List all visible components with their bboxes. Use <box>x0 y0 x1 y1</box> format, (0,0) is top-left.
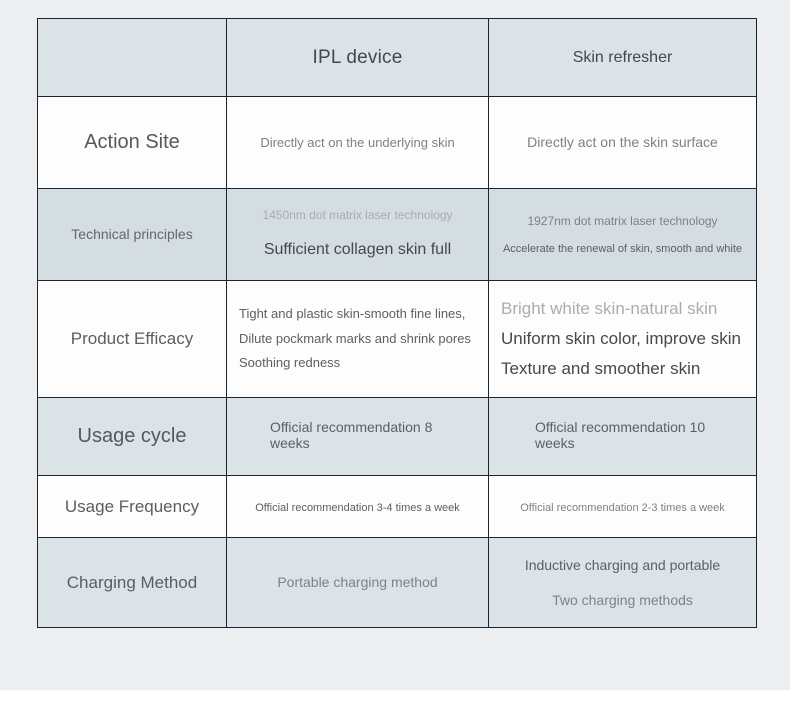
cell-text-line: Two charging methods <box>552 591 693 608</box>
row-label-cell-technical-principles: Technical principles <box>37 188 227 281</box>
cell-text-line: Accelerate the renewal of skin, smooth a… <box>502 242 743 255</box>
cell-text: Official recommendation 8 weeks <box>270 419 433 451</box>
header-cell-skin-refresher: Skin refresher <box>488 18 757 97</box>
header-cell-ipl-device: IPL device <box>226 18 489 97</box>
table-row-usage-frequency: Usage Frequency Official recommendation … <box>37 475 757 538</box>
row-label-action-site: Action Site <box>84 131 180 153</box>
cell-text-line: Dilute pockmark marks and shrink pores <box>239 330 471 346</box>
cell-text: Directly act on the underlying skin <box>260 134 455 150</box>
table-row-charging-method: Charging Method Portable charging method… <box>37 537 757 628</box>
cell-text-line: 1927nm dot matrix laser technology <box>527 213 718 228</box>
cell-text-line: Tight and plastic skin-smooth fine lines… <box>239 305 466 321</box>
row-label-cell-usage-cycle: Usage cycle <box>37 397 227 476</box>
cell-text: Official recommendation 10 weeks <box>535 419 706 451</box>
product-comparison-table: IPL device Skin refresher Action Site Di… <box>37 18 757 628</box>
table-row-action-site: Action Site Directly act on the underlyi… <box>37 96 757 189</box>
header-cell-blank <box>37 18 227 97</box>
row-label-cell-usage-frequency: Usage Frequency <box>37 475 227 538</box>
row-label-technical-principles: Technical principles <box>71 225 193 242</box>
row-label-usage-frequency: Usage Frequency <box>64 496 200 516</box>
cell-text: Portable charging method <box>277 573 438 590</box>
cell-usage-cycle-ipl: Official recommendation 8 weeks <box>226 397 489 476</box>
cell-usage-frequency-ipl: Official recommendation 3-4 times a week <box>226 475 489 538</box>
row-label-cell-product-efficacy: Product Efficacy <box>37 280 227 398</box>
cell-charging-method-ipl: Portable charging method <box>226 537 489 628</box>
cell-text: Official recommendation 2-3 times a week <box>520 501 725 514</box>
table-row-usage-cycle: Usage cycle Official recommendation 8 we… <box>37 397 757 476</box>
cell-usage-cycle-skin: Official recommendation 10 weeks <box>488 397 757 476</box>
row-label-cell-charging-method: Charging Method <box>37 537 227 628</box>
row-label-charging-method: Charging Method <box>66 572 198 592</box>
cell-action-site-skin: Directly act on the skin surface <box>488 96 757 189</box>
cell-text-line: 1450nm dot matrix laser technology <box>262 207 453 222</box>
cell-text-line: Bright white skin-natural skin <box>501 299 718 319</box>
header-label-ipl-device: IPL device <box>312 46 403 68</box>
cell-text-line: Uniform skin color, improve skin <box>501 329 741 349</box>
table-header-row: IPL device Skin refresher <box>37 18 757 97</box>
cell-technical-principles-skin: 1927nm dot matrix laser technology Accel… <box>488 188 757 281</box>
cell-text: Directly act on the skin surface <box>527 133 718 150</box>
cell-text-line: Soothing redness <box>239 355 341 371</box>
cell-text: Official recommendation 3-4 times a week <box>255 501 460 514</box>
row-label-product-efficacy: Product Efficacy <box>70 329 194 348</box>
row-label-cell-action-site: Action Site <box>37 96 227 189</box>
cell-charging-method-skin: Inductive charging and portable Two char… <box>488 537 757 628</box>
cell-text-line: Inductive charging and portable <box>524 556 721 573</box>
row-label-usage-cycle: Usage cycle <box>77 425 187 447</box>
cell-action-site-ipl: Directly act on the underlying skin <box>226 96 489 189</box>
cell-text-line: Texture and smoother skin <box>501 358 701 378</box>
table-row-technical-principles: Technical principles 1450nm dot matrix l… <box>37 188 757 281</box>
table-row-product-efficacy: Product Efficacy Tight and plastic skin-… <box>37 280 757 398</box>
cell-technical-principles-ipl: 1450nm dot matrix laser technology Suffi… <box>226 188 489 281</box>
cell-product-efficacy-ipl: Tight and plastic skin-smooth fine lines… <box>226 280 489 398</box>
header-label-skin-refresher: Skin refresher <box>572 48 673 66</box>
cell-text-line: Sufficient collagen skin full <box>263 240 452 258</box>
cell-product-efficacy-skin: Bright white skin-natural skin Uniform s… <box>488 280 757 398</box>
cell-usage-frequency-skin: Official recommendation 2-3 times a week <box>488 475 757 538</box>
